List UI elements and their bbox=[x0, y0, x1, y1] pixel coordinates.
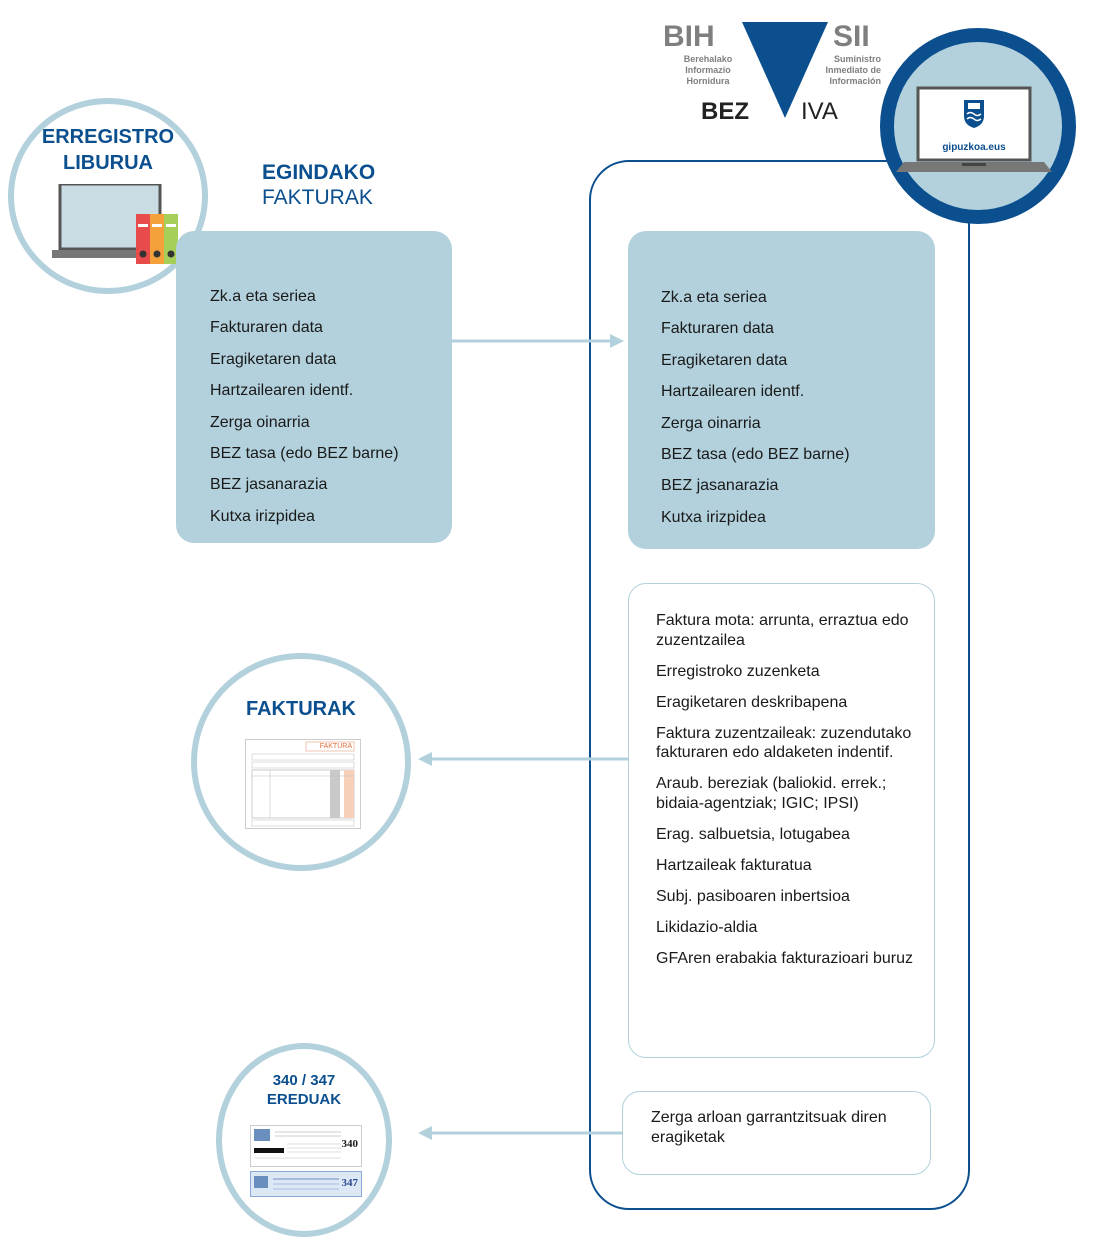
form-347-number: 347 bbox=[341, 1177, 359, 1189]
sii-acronym: SII bbox=[833, 20, 870, 53]
gipuzkoa-shield-icon bbox=[964, 100, 984, 128]
invoices-circle: FAKTURAK FAKTURA bbox=[191, 653, 411, 871]
list-item: Faktura mota: arrunta, erraztua edo zuze… bbox=[656, 612, 909, 649]
issued-fields-box: Zk.a eta seriea Fakturaren data Eragiket… bbox=[176, 231, 452, 543]
form-340-lines bbox=[254, 1129, 341, 1159]
bez-label: BEZ bbox=[701, 98, 749, 125]
list-item: Zk.a eta seriea bbox=[661, 289, 767, 306]
laptop-icon bbox=[896, 86, 1052, 172]
list-item: Kutxa irizpidea bbox=[661, 508, 766, 526]
invoice-details-list: Faktura mota: arrunta, erraztua edo zuze… bbox=[656, 611, 921, 980]
models-title-1: 340 / 347 bbox=[272, 1072, 336, 1089]
form-347-lines bbox=[254, 1176, 339, 1190]
list-item: Eragiketaren data bbox=[661, 351, 788, 369]
sii-line3: Información bbox=[829, 76, 881, 86]
registry-circle: ERREGISTRO LIBURUA bbox=[8, 98, 208, 294]
list-item: Likidazio-aldia bbox=[656, 918, 758, 936]
registry-title-1: ERREGISTRO bbox=[41, 126, 175, 148]
relevant-operations-box: Zerga arloan garrantzitsuak diren eragik… bbox=[622, 1091, 931, 1175]
list-item: Subj. pasiboaren inbertsioa bbox=[656, 887, 850, 905]
invoice-document-title: FAKTURA bbox=[319, 743, 352, 750]
heading-regular: FAKTURAK bbox=[262, 186, 373, 209]
list-item: BEZ tasa (edo BEZ barne) bbox=[661, 445, 850, 463]
list-item: Hartzailearen identf. bbox=[661, 383, 805, 401]
list-item: Zk.a eta seriea bbox=[210, 288, 316, 305]
relevant-operations-text: Zerga arloan garrantzitsuak diren eragik… bbox=[651, 1109, 887, 1146]
list-item: Eragiketaren deskribapena bbox=[656, 693, 848, 711]
arrow-to-models bbox=[418, 1126, 622, 1140]
invoice-form-lines bbox=[251, 741, 355, 827]
list-item: Hartzailearen identf. bbox=[210, 382, 354, 400]
list-item: Eragiketaren data bbox=[210, 350, 337, 368]
list-item: Kutxa irizpidea bbox=[210, 507, 315, 525]
heading-bold: EGINDAKO bbox=[262, 161, 376, 184]
sii-fields-box: Zk.a eta seriea Fakturaren data Eragiket… bbox=[628, 231, 935, 549]
gipuzkoa-site: gipuzkoa.eus bbox=[942, 142, 1006, 153]
bih-line3: Hornidura bbox=[686, 76, 730, 86]
form-340-number: 340 bbox=[341, 1138, 359, 1150]
bih-line2: Informazio bbox=[685, 65, 731, 75]
list-item: Araub. bereziak (baliokid. errek.; bidai… bbox=[656, 775, 887, 812]
invoice-details-box: Faktura mota: arrunta, erraztua edo zuze… bbox=[628, 583, 935, 1058]
models-title-2: EREDUAK bbox=[266, 1091, 342, 1108]
sii-logo: BIH Berehalako Informazio Hornidura SII … bbox=[655, 20, 885, 130]
sii-line2: Inmediato de bbox=[825, 65, 881, 75]
issued-invoices-heading: EGINDAKO FAKTURAK bbox=[262, 160, 375, 210]
sii-fields-list: Zk.a eta seriea Fakturaren data Eragiket… bbox=[661, 288, 850, 539]
list-item: Hartzaileak fakturatua bbox=[656, 856, 812, 874]
list-item: Faktura zuzentzaileak: zuzendutako faktu… bbox=[656, 724, 912, 762]
list-item: BEZ jasanarazia bbox=[661, 477, 779, 495]
binders-icon bbox=[136, 214, 178, 264]
registry-title-2: LIBURUA bbox=[63, 152, 153, 174]
list-item: GFAren erabakia fakturazioari buruz bbox=[656, 949, 914, 967]
bih-acronym: BIH bbox=[663, 20, 715, 53]
list-item: BEZ tasa (edo BEZ barne) bbox=[210, 444, 399, 462]
list-item: Fakturaren data bbox=[210, 319, 323, 337]
issued-fields-list: Zk.a eta seriea Fakturaren data Eragiket… bbox=[210, 287, 399, 538]
list-item: Erregistroko zuzenketa bbox=[656, 662, 820, 680]
sii-line1: Suministro bbox=[833, 54, 881, 64]
list-item: Fakturaren data bbox=[661, 320, 774, 338]
arrow-to-invoices bbox=[418, 752, 628, 766]
laptop-with-binders-icon bbox=[52, 184, 178, 264]
list-item: Zerga oinarria bbox=[210, 413, 310, 431]
arrow-to-sii bbox=[452, 334, 624, 348]
invoices-title: FAKTURAK bbox=[246, 698, 356, 720]
list-item: Erag. salbuetsia, lotugabea bbox=[656, 825, 850, 843]
form-340-image: 340 bbox=[250, 1125, 362, 1167]
invoice-document-image: FAKTURA bbox=[245, 739, 361, 829]
iva-label: IVA bbox=[801, 98, 838, 125]
logo-triangle bbox=[742, 22, 828, 118]
models-circle: 340 / 347 EREDUAK 340 347 bbox=[216, 1043, 392, 1237]
bih-line1: Berehalako bbox=[683, 54, 733, 64]
list-item: BEZ jasanarazia bbox=[210, 476, 328, 494]
form-347-image: 347 bbox=[250, 1171, 362, 1197]
list-item: Zerga oinarria bbox=[661, 414, 761, 432]
